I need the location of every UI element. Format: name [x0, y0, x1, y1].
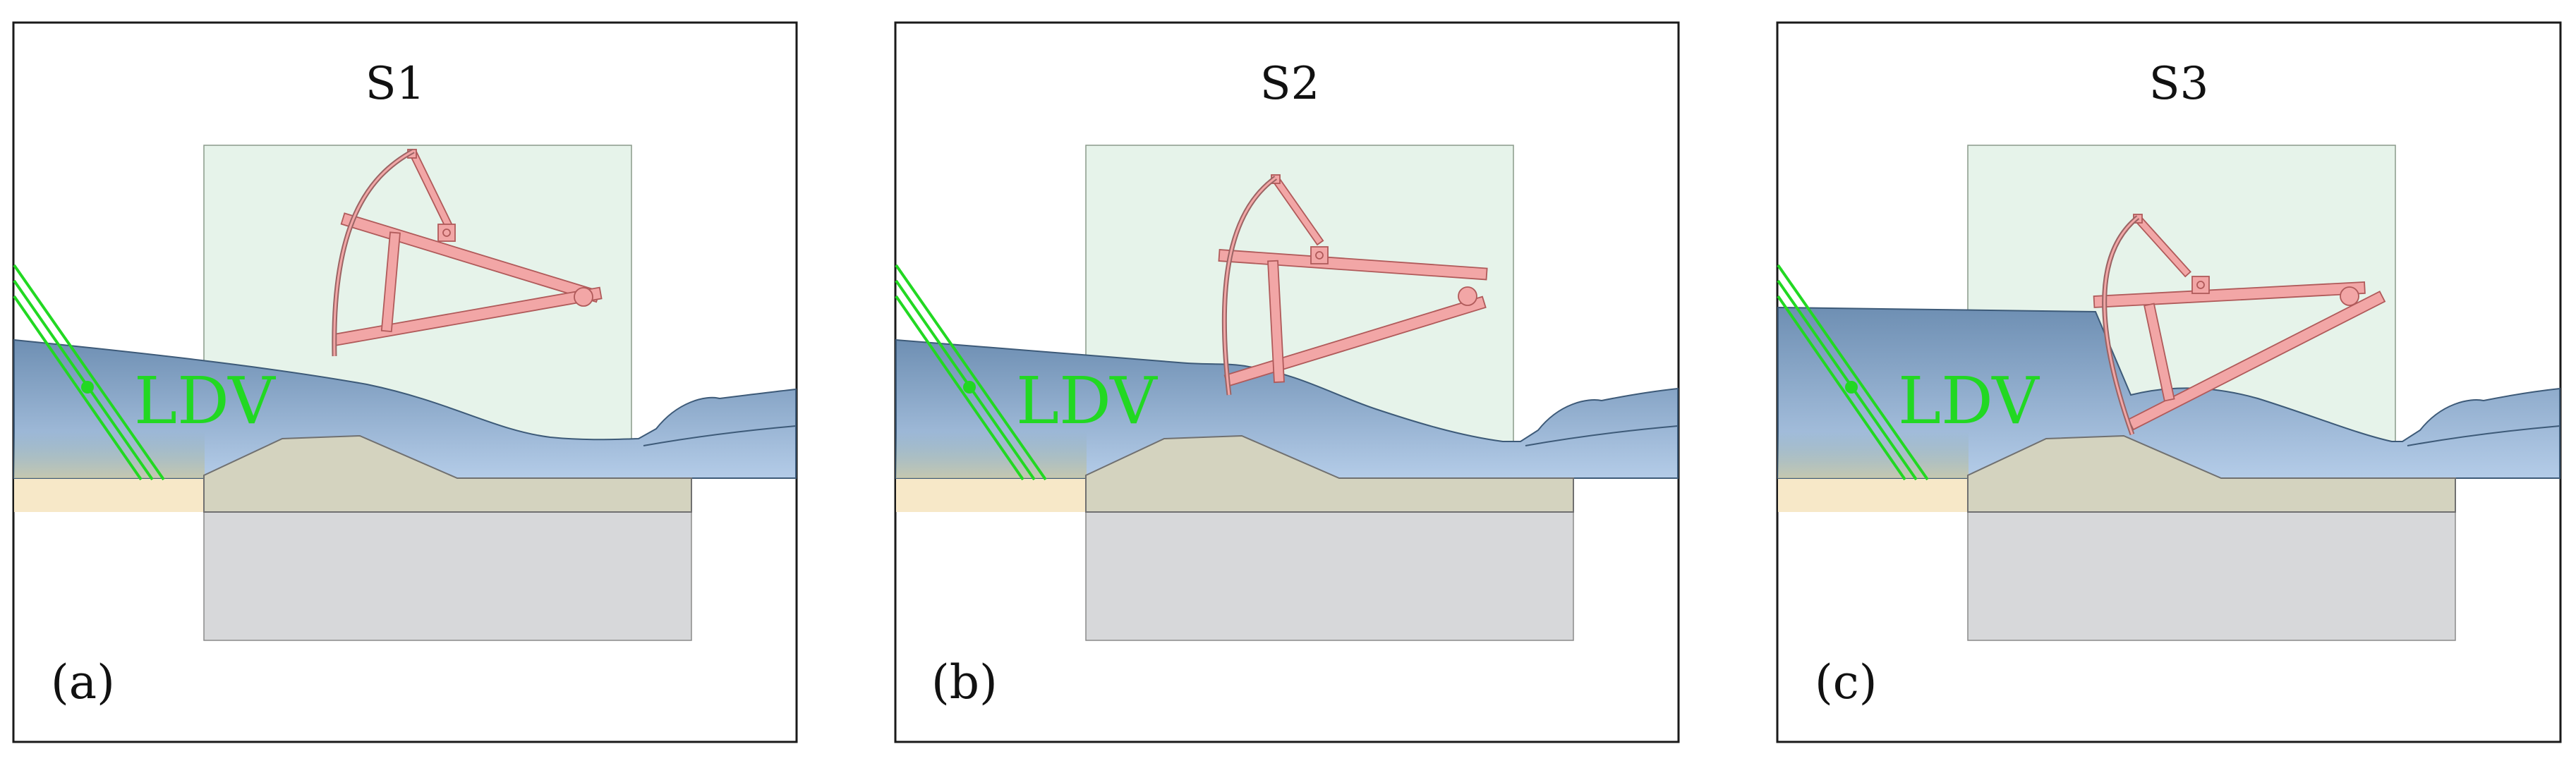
panel-c: S3 LDV (c): [1776, 21, 2562, 743]
panel-b: S2 LDV (b): [894, 21, 1680, 743]
gate-pin: [442, 228, 451, 237]
sediment-tint: [896, 432, 1087, 478]
ldv-label: LDV: [134, 363, 276, 439]
sand-bed: [896, 477, 1087, 512]
panel-label: (b): [931, 655, 998, 709]
panel-title: S3: [2149, 58, 2209, 110]
gate-skin-plate-inner: [2103, 216, 2139, 435]
sand-bed: [1778, 477, 1969, 512]
gate-strut: [2143, 303, 2175, 402]
ldv-focal-point: [81, 381, 94, 394]
radial-gate: [1218, 174, 1488, 396]
ldv-beam: [13, 264, 165, 481]
ldv-beams: [13, 264, 165, 481]
ldv-label: LDV: [1016, 363, 1158, 439]
ldv-beam: [895, 264, 1047, 481]
ldv-beam: [13, 279, 154, 481]
ldv-beam: [1777, 279, 1918, 481]
gate-pin: [2196, 281, 2205, 289]
ldv-beam: [1777, 264, 1929, 481]
water-surface-secondary: [643, 425, 797, 446]
gate-trunnion: [1458, 286, 1477, 306]
ldv-label: LDV: [1898, 363, 2040, 439]
gate-skin-plate-inner: [1223, 176, 1276, 396]
weir-crest: [1085, 434, 1574, 513]
weir-crest: [1967, 434, 2456, 513]
gate-strut: [1267, 260, 1285, 384]
gate-skin-plate-inner: [333, 150, 414, 357]
gate-upper-arm: [2093, 281, 2366, 308]
ldv-beam: [13, 295, 143, 481]
gate-hoist-block: [2191, 276, 2210, 294]
sediment-tint: [14, 432, 205, 478]
panel-label: (a): [51, 655, 115, 709]
ldv-focal-point: [963, 381, 976, 394]
ldv-beams: [895, 264, 1047, 481]
gate-pin: [1315, 251, 1324, 260]
sediment-tint: [1778, 432, 1969, 478]
ldv-focal-point: [1845, 381, 1858, 394]
ldv-beam: [895, 295, 1024, 481]
ldv-beam: [1777, 295, 1906, 481]
gate-upper-arm: [1218, 249, 1488, 281]
panel-title: S2: [1260, 58, 1320, 110]
gate-strut: [380, 231, 401, 333]
gate-trunnion: [2340, 286, 2359, 306]
concrete-base: [1967, 511, 2456, 641]
ldv-beams: [1777, 264, 1929, 481]
weir-crest: [203, 434, 692, 513]
ldv-beam: [895, 279, 1036, 481]
concrete-base: [203, 511, 692, 641]
concrete-base: [1085, 511, 1574, 641]
sand-bed: [14, 477, 205, 512]
radial-gate: [332, 148, 603, 357]
water-surface-secondary: [1525, 425, 1679, 446]
water-surface-secondary: [2407, 425, 2560, 446]
panel-title: S1: [365, 58, 425, 110]
water-flow: [895, 339, 1679, 479]
panel-a: S1 LDV: [12, 21, 798, 743]
panel-label: (c): [1815, 655, 1877, 709]
water-flow: [13, 339, 797, 479]
radial-gate: [2093, 214, 2386, 436]
gate-trunnion: [574, 287, 593, 307]
